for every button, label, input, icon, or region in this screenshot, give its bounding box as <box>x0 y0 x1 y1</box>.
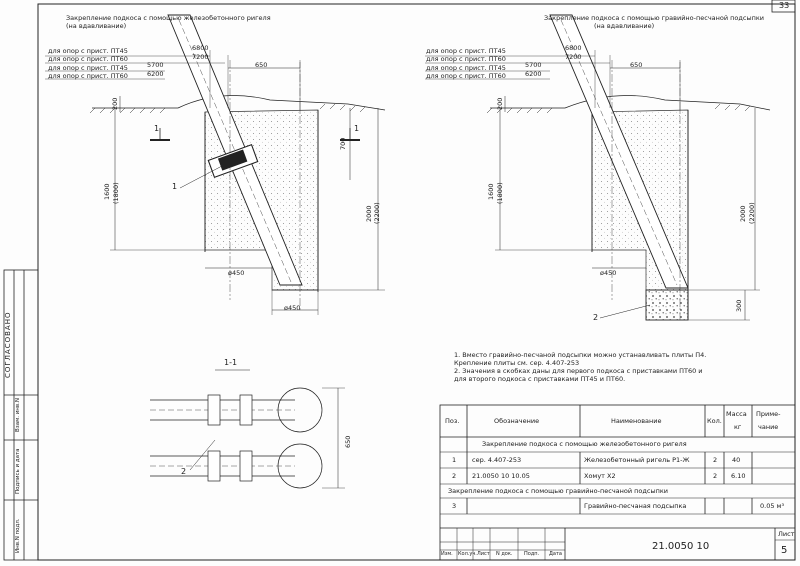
left-support-row-3-label: для опор с прист. ПТ45 <box>48 64 128 72</box>
right-dim-2000-alt: (2200) <box>748 202 756 224</box>
left-support-row-4-label: для опор с прист. ПТ60 <box>48 72 128 80</box>
left-callout-1: 1 <box>172 182 178 191</box>
left-support-row-3-value: 5700 <box>147 61 164 69</box>
left-dim-1600-alt: (1800) <box>112 182 120 204</box>
left-dim-1600: 1600 <box>103 183 111 200</box>
right-dim-450: ø450 <box>600 269 617 277</box>
margin-field-3: Инв.N подл. <box>15 518 21 553</box>
left-view-subtitle: (на вдавливание) <box>66 22 127 30</box>
right-support-row-3-label: для опор с прист. ПТ45 <box>426 64 506 72</box>
section-title: 1-1 <box>224 358 238 367</box>
note-line-1: 1. Вместо гравийно-песчаной подсыпки мож… <box>454 351 707 359</box>
left-dim-2000: 2000 <box>365 205 373 222</box>
section-1-1 <box>150 369 345 489</box>
stamp-col-5: Подп. <box>524 551 540 557</box>
left-dim-700: 700 <box>339 137 347 150</box>
title-block-sheet-number: 5 <box>781 545 788 556</box>
stamp-col-6: Дата <box>549 551 562 557</box>
note-line-2: Крепление плиты см. сер. 4.407-253 <box>454 359 580 367</box>
left-dim-650: 650 <box>255 61 268 69</box>
spec-row-2-designation: 21.0050 10 10.05 <box>472 472 530 480</box>
title-block-sheet-label: Лист <box>778 530 795 538</box>
spec-header-note: Приме- <box>756 410 781 418</box>
left-section-mark-left: 1 <box>154 124 160 133</box>
spec-row-2-qty: 2 <box>713 472 718 480</box>
spec-header-designation: Обозначение <box>494 417 540 425</box>
right-dim-1600: 1600 <box>487 183 495 200</box>
right-view <box>425 14 771 321</box>
spec-header-mass: Масса <box>726 410 747 418</box>
left-support-row-2-value: 7200 <box>192 53 209 61</box>
spec-table-grid <box>439 404 796 561</box>
right-support-row-1-label: для опор с прист. ПТ45 <box>426 47 506 55</box>
section-dim-650: 650 <box>344 435 352 448</box>
spec-row-1-designation: сер. 4.407-253 <box>472 456 522 464</box>
right-dim-1600-alt: (1800) <box>496 182 504 204</box>
page-number: 33 <box>779 1 790 10</box>
section-callout-2: 2 <box>181 467 187 476</box>
right-support-row-3-value: 5700 <box>525 61 542 69</box>
note-line-3: 2. Значения в скобках даны для первого п… <box>454 367 703 375</box>
right-view-title: Закрепление подкоса с помощью гравийно-п… <box>544 14 764 22</box>
left-dim-450-bottom: ø450 <box>284 304 301 312</box>
margin-field-2: Подпись и дата <box>15 448 21 494</box>
spec-row-1-qty: 2 <box>713 456 718 464</box>
spec-row-3-pos: 3 <box>452 502 457 510</box>
right-support-row-4-value: 6200 <box>525 70 542 78</box>
right-dim-300: 300 <box>735 299 743 312</box>
stamp-col-3: Лист <box>477 551 490 557</box>
left-support-row-2-label: для опор с прист. ПТ60 <box>48 55 128 63</box>
left-support-row-4-value: 6200 <box>147 70 164 78</box>
right-dim-200: 200 <box>496 97 504 110</box>
stamp-col-2: Кол.уч. <box>458 551 477 557</box>
left-dim-2000-alt: (2200) <box>373 202 381 224</box>
right-support-row-1-value: 6800 <box>565 44 582 52</box>
approval-strip <box>3 269 39 561</box>
right-dim-2000: 2000 <box>739 205 747 222</box>
left-support-row-1-value: 6800 <box>192 44 209 52</box>
left-section-mark-right: 1 <box>354 124 360 133</box>
note-line-4: для второго подкоса с приставками ПТ45 и… <box>454 375 626 383</box>
spec-header-pos: Поз. <box>445 417 460 425</box>
spec-row-3-note: 0.05 м³ <box>760 502 785 510</box>
spec-row-2-pos: 2 <box>452 472 457 480</box>
spec-header-note-2: чание <box>758 423 779 431</box>
spec-row-1-pos: 1 <box>452 456 457 464</box>
left-dim-450-top: ø450 <box>228 269 245 277</box>
right-support-row-2-value: 7200 <box>565 53 582 61</box>
spec-row-1-mass: 40 <box>732 456 741 464</box>
spec-header-qty: Кол. <box>707 417 722 425</box>
stamp-col-1: Изм. <box>441 551 453 557</box>
title-block-doc-number: 21.0050 10 <box>652 541 710 552</box>
right-support-row-4-label: для опор с прист. ПТ60 <box>426 72 506 80</box>
left-view-title: Закрепление подкоса с помощью железобето… <box>66 14 271 22</box>
left-support-row-1-label: для опор с прист. ПТ45 <box>48 47 128 55</box>
right-callout-2: 2 <box>593 313 599 322</box>
approval-label: СОГЛАСОВАНО <box>4 311 12 378</box>
spec-header-name: Наименование <box>611 417 662 425</box>
left-view <box>45 14 386 315</box>
spec-section-2: Закрепление подкоса с помощью гравийно-п… <box>448 487 668 495</box>
right-support-row-2-label: для опор с прист. ПТ60 <box>426 55 506 63</box>
spec-row-2-mass: 6.10 <box>731 472 746 480</box>
spec-row-1-name: Железобетонный ригель Р1-Ж <box>584 456 690 464</box>
spec-row-2-name: Хомут Х2 <box>584 472 616 480</box>
right-view-subtitle: (на вдавливание) <box>594 22 655 30</box>
spec-section-1: Закрепление подкоса с помощью железобето… <box>482 440 687 448</box>
left-dim-200: 200 <box>111 97 119 110</box>
margin-field-1: Взам. инв.N <box>15 398 21 432</box>
spec-header-mass-unit: кг <box>734 423 742 431</box>
stamp-col-4: N док. <box>496 551 513 557</box>
right-dim-650: 650 <box>630 61 643 69</box>
spec-row-3-name: Гравийно-песчаная подсыпка <box>584 502 687 510</box>
